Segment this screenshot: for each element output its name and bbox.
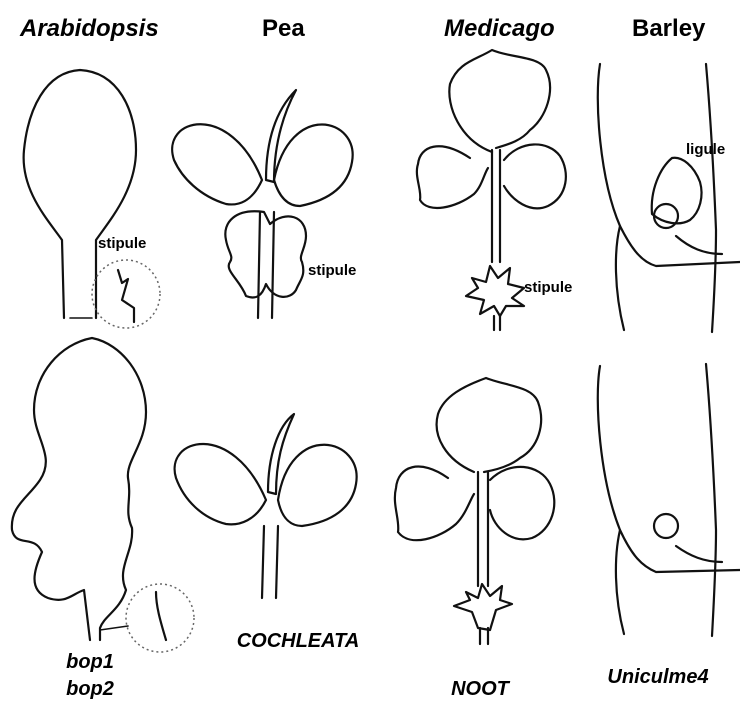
header-pea: Pea [262, 15, 305, 42]
header-arabidopsis: Arabidopsis [19, 15, 159, 42]
mutant-barley: Uniculme4 [607, 666, 708, 688]
label-ligule-barley: ligule [686, 141, 725, 158]
mutant-pea: COCHLEATA [237, 630, 360, 652]
label-stipule-pea: stipule [308, 262, 356, 279]
label-stipule-medicago: stipule [524, 279, 572, 296]
barley-uniculme4-sheath [598, 364, 740, 636]
arabidopsis-wildtype-leaf [24, 70, 160, 328]
label-stipule-arabidopsis: stipule [98, 235, 146, 252]
mutant-arabidopsis-line1: bop1 [66, 651, 114, 673]
header-medicago: Medicago [444, 15, 555, 42]
stipule-shape [118, 270, 134, 322]
stipule-inset-circle [92, 260, 160, 328]
header-barley: Barley [632, 15, 706, 42]
pea-wildtype-leaf [172, 90, 352, 318]
stipule-shape-mutant [156, 592, 166, 640]
pea-cochleata-leaf [175, 414, 357, 598]
mutant-medicago: NOOT [451, 678, 511, 700]
barley-wildtype-sheath [598, 64, 740, 332]
mutant-arabidopsis-line2: bop2 [66, 678, 114, 700]
medicago-noot-leaf [395, 378, 554, 644]
arabidopsis-bop-mutant-leaf [12, 338, 194, 652]
